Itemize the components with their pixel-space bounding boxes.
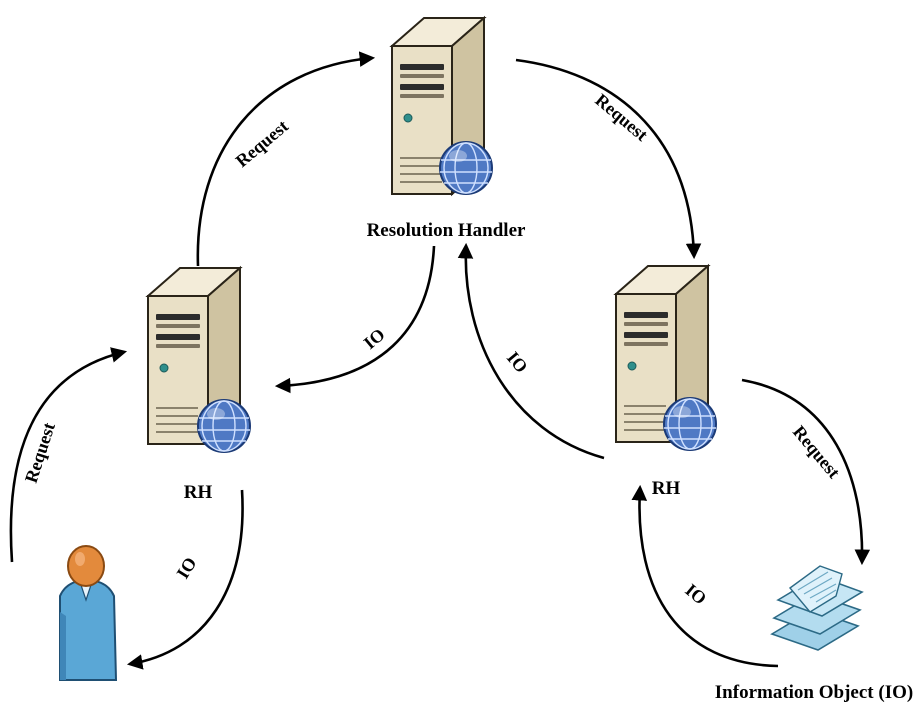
rh-left-label: RH [184,482,213,503]
edge-label: Request [591,90,651,145]
edge-label: Request [21,420,59,485]
request-arrow-rh-right-to-object [741,378,871,566]
request-arrow-rh-to-handler [196,51,376,267]
edge-label: IO [681,580,710,609]
globe-icon [439,141,493,195]
user-icon [59,545,118,681]
edge-label: IO [503,348,532,377]
edge-label: IO [360,324,389,353]
document-stack-icon [770,565,864,651]
information-object-label: Information Object (IO) [715,682,913,703]
edge-label: IO [172,554,200,582]
io-arrow-rh-left-to-user [126,489,244,670]
request-arrow-handler-to-rh-right [515,58,702,260]
io-arrow-object-to-rh-right [631,484,779,668]
io-arrow-handler-to-rh-left [274,245,436,394]
globe-icon [197,399,251,453]
globe-icon [663,397,717,451]
rh-right-label: RH [652,478,681,499]
edge-label: Request [789,422,844,482]
request-arrow-user-to-rh [9,347,128,563]
io-arrow-rh-right-to-handler [457,242,605,460]
resolution-handler-label: Resolution Handler [367,220,526,241]
